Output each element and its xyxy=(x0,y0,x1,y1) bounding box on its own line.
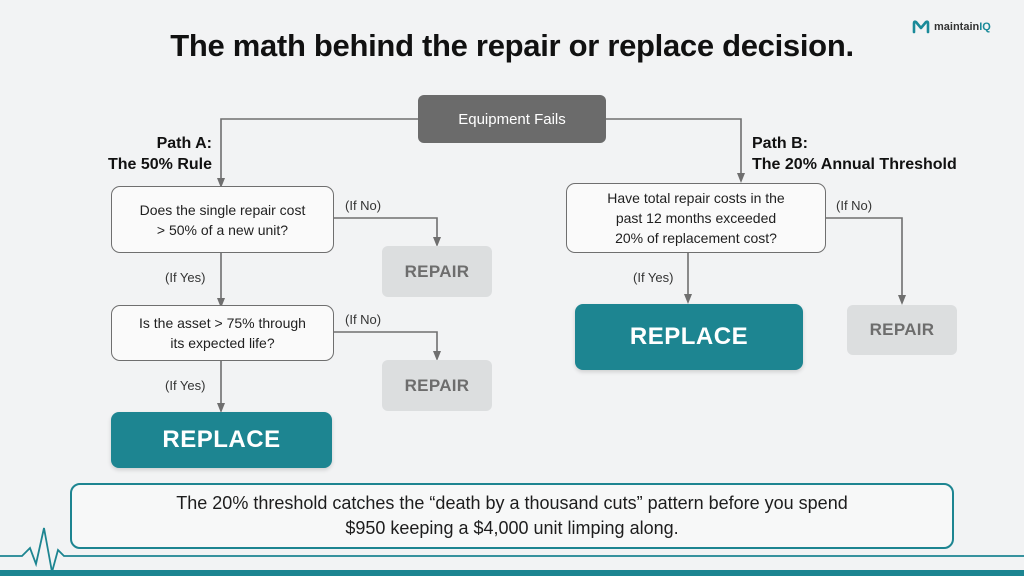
q2-yes-label: (If Yes) xyxy=(165,378,206,393)
path-a-question-2: Is the asset > 75% through its expected … xyxy=(111,305,334,361)
path-b-question: Have total repair costs in the past 12 m… xyxy=(566,183,826,253)
connector-start-to-path-b xyxy=(606,118,745,183)
heartbeat-line xyxy=(0,527,1024,573)
b-no-label: (If No) xyxy=(836,198,873,213)
q1-no-label: (If No) xyxy=(345,198,382,213)
path-a-replace: REPLACE xyxy=(111,412,332,468)
path-a-repair-1: REPAIR xyxy=(382,246,492,297)
page-title: The math behind the repair or replace de… xyxy=(170,28,854,63)
path-b-title: Path B: The 20% Annual Threshold xyxy=(752,135,957,173)
path-a-repair-2: REPAIR xyxy=(382,360,492,411)
connector-b-no xyxy=(826,217,906,305)
m-logo-icon xyxy=(912,20,930,34)
q2-no-label: (If No) xyxy=(345,312,382,327)
brand-logo: maintainIQ xyxy=(912,20,991,34)
connector-q2-no xyxy=(334,331,441,361)
path-a-question-1: Does the single repair cost > 50% of a n… xyxy=(111,186,334,253)
path-b-repair: REPAIR xyxy=(847,305,957,355)
start-node: Equipment Fails xyxy=(418,95,606,143)
q1-yes-label: (If Yes) xyxy=(165,270,206,285)
brand-name: maintainIQ xyxy=(934,21,991,33)
connector-q1-no xyxy=(334,217,441,247)
bottom-stripe xyxy=(0,570,1024,576)
connector-start-to-path-a xyxy=(217,118,418,188)
path-b-replace: REPLACE xyxy=(575,304,803,370)
b-yes-label: (If Yes) xyxy=(633,270,674,285)
path-a-title: Path A: The 50% Rule xyxy=(107,135,212,173)
summary-note: The 20% threshold catches the “death by … xyxy=(70,483,954,549)
